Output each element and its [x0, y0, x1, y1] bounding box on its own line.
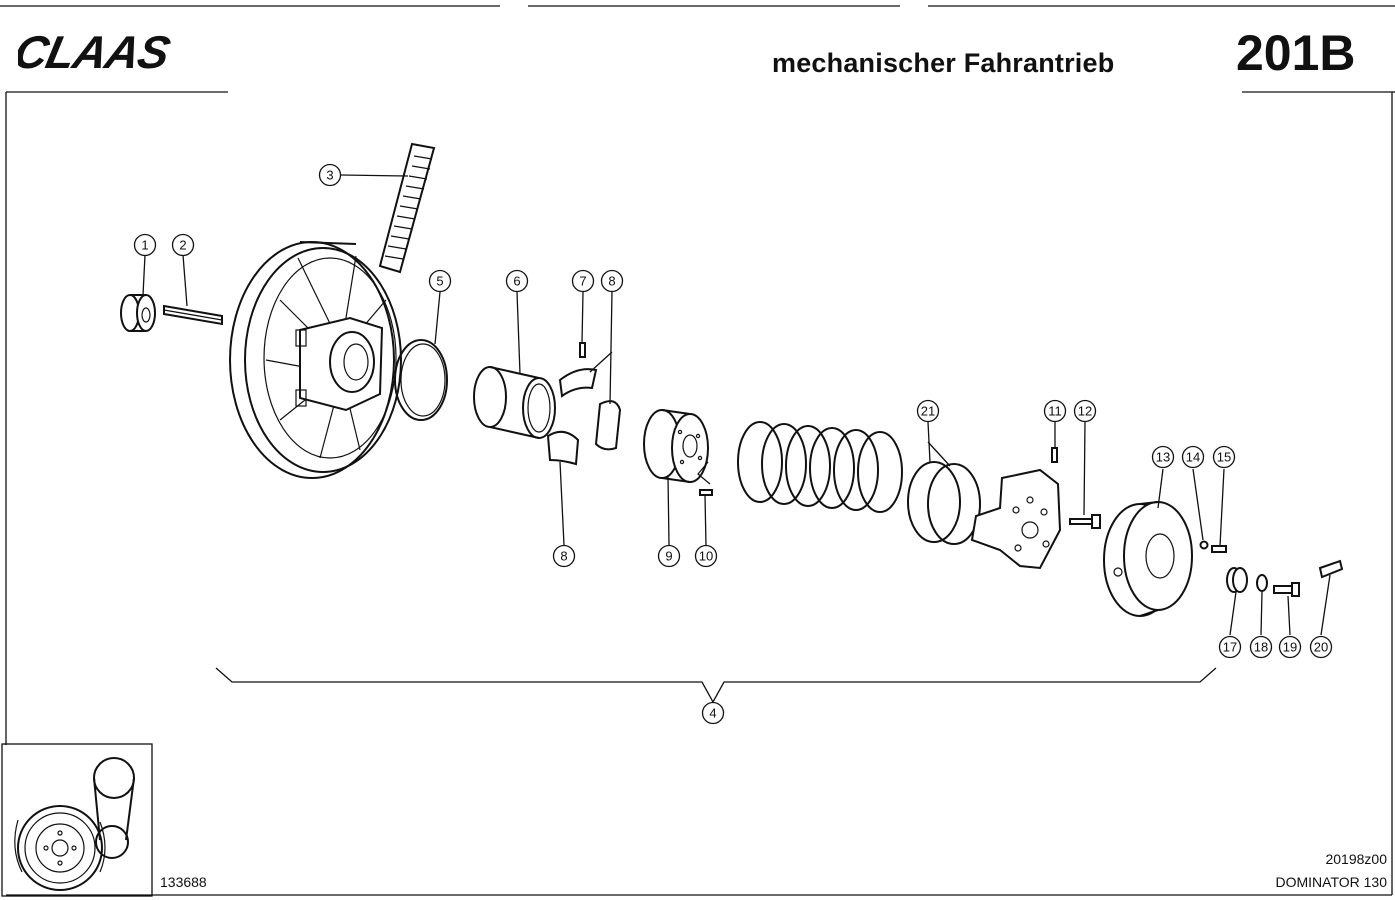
callout-8-bottom-label: 8	[560, 549, 567, 564]
part-13-housing	[1103, 501, 1193, 617]
spring	[737, 421, 903, 513]
drawing-ref: 20198z00	[1325, 851, 1387, 867]
callout-10-label: 10	[699, 549, 713, 564]
part-1-bushing	[120, 294, 156, 332]
part-11-grease-nipple	[1051, 447, 1058, 463]
spider-plate	[970, 468, 1062, 570]
callout-20: 20	[1309, 635, 1333, 659]
page-title: mechanischer Fahrantrieb	[772, 48, 1115, 78]
callout-14-label: 14	[1186, 450, 1200, 465]
page-code: 201B	[1236, 25, 1356, 81]
callout-13: 13	[1151, 445, 1175, 469]
callout-19: 19	[1278, 635, 1302, 659]
part-17-cap	[1226, 567, 1248, 593]
claas-logo: CLAAS	[18, 28, 175, 76]
callout-13-label: 13	[1156, 450, 1170, 465]
part-14-washer	[1199, 540, 1209, 550]
callout-12: 12	[1073, 399, 1097, 423]
part-21-rings	[907, 461, 981, 545]
callout-7-label: 7	[579, 274, 586, 289]
leader-lines	[142, 174, 1331, 704]
callout-5-label: 5	[436, 274, 443, 289]
pulley-disc	[229, 241, 402, 479]
callout-8-bottom: 8	[552, 544, 576, 568]
callout-3: 3	[318, 163, 342, 187]
callout-1: 1	[133, 233, 157, 257]
callout-15: 15	[1212, 445, 1236, 469]
part-19-bolt	[1273, 582, 1300, 597]
callout-8-top: 8	[600, 269, 624, 293]
callout-7: 7	[571, 269, 595, 293]
part-7-pin	[579, 342, 586, 358]
callout-2-label: 2	[179, 238, 186, 253]
doc-number: 133688	[160, 874, 207, 890]
callout-10: 10	[694, 544, 718, 568]
part-3-belt	[378, 142, 436, 274]
callout-17-label: 17	[1223, 640, 1237, 655]
callout-18: 18	[1249, 635, 1273, 659]
callout-2: 2	[171, 233, 195, 257]
part-10-pin	[697, 461, 713, 496]
callout-12-label: 12	[1078, 404, 1092, 419]
callout-9: 9	[657, 544, 681, 568]
callout-4-label: 4	[709, 706, 716, 721]
frame-lines	[0, 5, 1395, 896]
brand-wordmark: CLAAS	[18, 28, 175, 76]
callout-14: 14	[1181, 445, 1205, 469]
callout-4: 4	[701, 701, 725, 725]
callout-9-label: 9	[665, 549, 672, 564]
part-12-bolt	[1069, 514, 1101, 529]
callout-17: 17	[1218, 635, 1242, 659]
callout-11-label: 11	[1048, 404, 1062, 419]
callout-20-label: 20	[1314, 640, 1328, 655]
callout-3-label: 3	[326, 168, 333, 183]
callout-8-top-label: 8	[608, 274, 615, 289]
callout-21-label: 21	[921, 404, 935, 419]
callout-1-label: 1	[141, 238, 148, 253]
part-20-label	[1318, 559, 1344, 579]
callout-5: 5	[428, 269, 452, 293]
part-8-segments	[546, 368, 622, 466]
part-15-screw	[1211, 545, 1227, 553]
callout-6: 6	[505, 269, 529, 293]
machine-thumbnail	[1, 743, 153, 897]
callout-19-label: 19	[1283, 640, 1297, 655]
part-5-oring	[394, 339, 448, 421]
callout-18-label: 18	[1254, 640, 1268, 655]
callout-21: 21	[916, 399, 940, 423]
part-9-hub	[643, 409, 709, 483]
part-6-sleeve	[473, 366, 556, 439]
callout-15-label: 15	[1217, 450, 1231, 465]
callout-6-label: 6	[513, 274, 520, 289]
part-2-key	[163, 304, 223, 326]
part-18-washer	[1256, 574, 1268, 592]
callout-11: 11	[1043, 399, 1067, 423]
model-name: DOMINATOR 130	[1275, 874, 1387, 890]
